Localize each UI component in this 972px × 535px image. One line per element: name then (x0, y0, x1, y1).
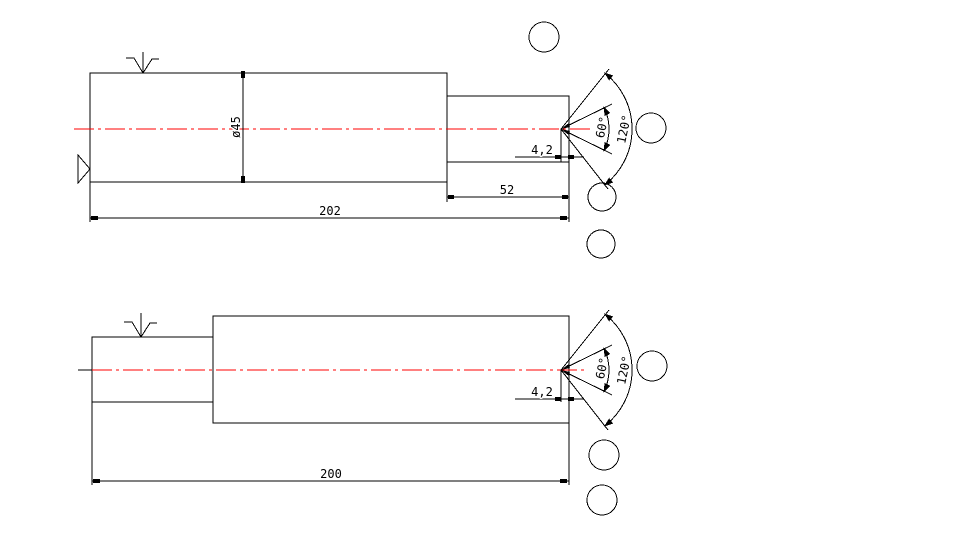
bottom-center-drill-detail: 60° 120° (560, 309, 635, 431)
top-surface-finish-icon (126, 52, 159, 74)
top-step-length-label: 52 (500, 183, 514, 197)
top-apex-arrow-upper (561, 123, 571, 129)
top-diameter-label: ø45 (229, 116, 243, 138)
top-step-length-dimension: 52 (446, 162, 570, 222)
top-overall-length-dimension: 202 (89, 182, 569, 222)
top-apex-arrow-lower (561, 129, 571, 135)
top-inner-angle-label: 60° (593, 115, 611, 139)
bottom-center-depth-label: 4,2 (531, 385, 553, 399)
circle-markers (528, 21, 668, 516)
top-diameter-dimension: ø45 (228, 71, 245, 183)
top-center-depth-dimension: 4,2 (515, 129, 584, 162)
top-angle-120-arc (603, 72, 633, 186)
top-shaft-drawing: ø45 4,2 52 202 (74, 52, 635, 222)
bottom-surface-finish-icon (124, 313, 157, 338)
circle-marker-4 (586, 229, 616, 259)
bottom-inner-angle-label: 60° (593, 356, 611, 380)
top-datum-triangle-icon (77, 153, 91, 185)
circle-marker-7 (586, 484, 618, 516)
bottom-angle-120-lines (560, 309, 610, 431)
circle-marker-3 (587, 182, 617, 212)
top-center-depth-label: 4,2 (531, 143, 553, 157)
circle-marker-1 (528, 21, 560, 53)
bottom-overall-length-label: 200 (320, 467, 342, 481)
bottom-angle-120-arc (603, 313, 633, 427)
circle-marker-5 (636, 350, 668, 382)
bottom-center-depth-dimension: 4,2 (515, 370, 584, 402)
top-overall-length-label: 202 (319, 204, 341, 218)
circle-marker-6 (588, 439, 620, 471)
top-shaft-body-outline (89, 72, 448, 183)
bottom-shaft-drawing: 4,2 200 60° 120° (78, 309, 635, 485)
bottom-overall-length-dimension: 200 (91, 402, 570, 485)
top-angle-120-lines (560, 68, 610, 190)
bottom-apex-arrow-lower (561, 370, 571, 376)
bottom-apex-arrow-upper (561, 364, 571, 370)
circle-marker-2 (635, 112, 667, 144)
top-center-drill-detail: 60° 120° (560, 68, 635, 190)
